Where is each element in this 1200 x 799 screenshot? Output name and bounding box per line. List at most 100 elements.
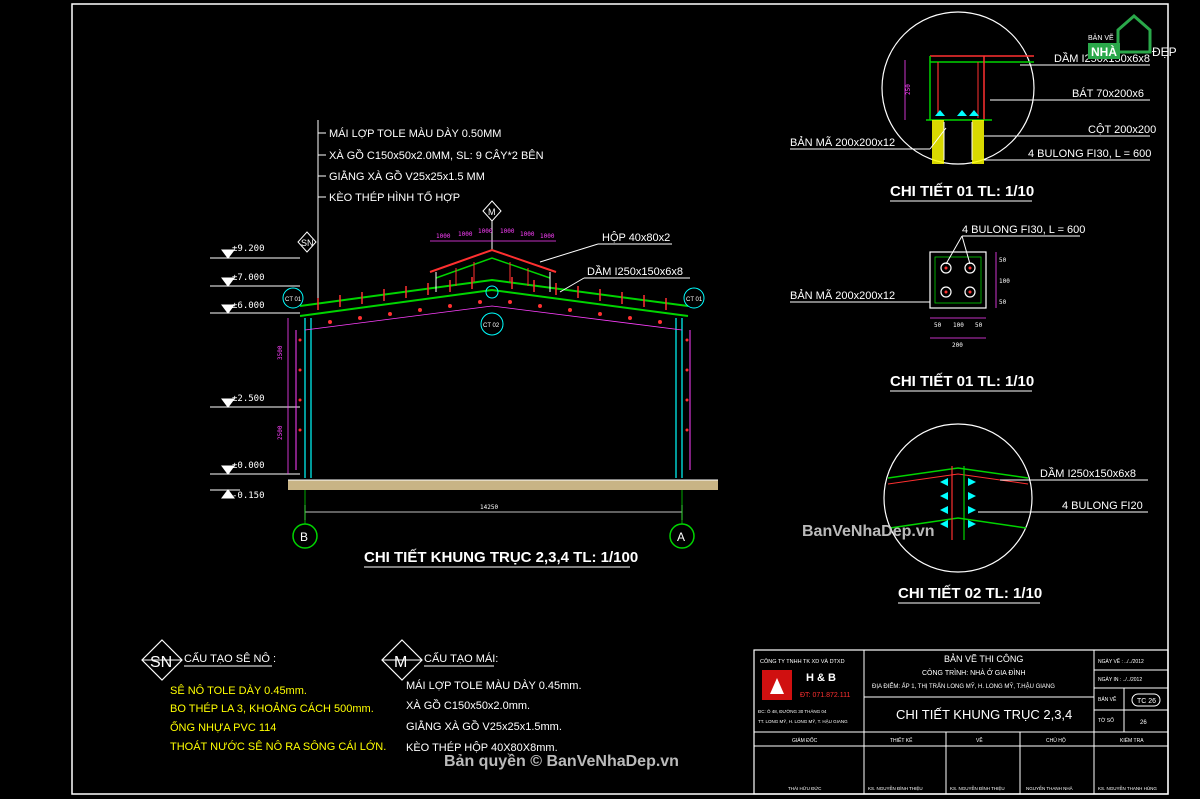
legend-sn: SN CẤU TẠO SÊ NÔ : SÊ NÔ TOLE DÀY 0.45mm…: [141, 639, 386, 753]
svg-text:2500: 2500: [277, 425, 284, 440]
ridge-dim-4: 1000: [500, 228, 515, 235]
level-2500: ±2.500: [232, 394, 265, 404]
plate-dim-s1: 50: [999, 257, 1007, 264]
detail1-label-bat: BÁT 70x200x6: [1072, 87, 1144, 100]
level-0000: ±0.000: [232, 461, 265, 471]
watermark-logo: BẢN VẼ NHÀ ĐẸP: [1088, 14, 1177, 59]
tb-sheet-title: CHI TIẾT KHUNG TRỤC 2,3,4: [896, 707, 1072, 722]
tb-addr1: ĐC: Ô 48, ĐƯỜNG 30 THÁNG 04: [758, 708, 827, 714]
detail-02-ridge: DẦM I250x150x6x8 4 BULONG FI20 CHI TIẾT …: [883, 423, 1148, 604]
detail2-label-bulong: 4 BULONG FI20: [1062, 500, 1143, 512]
detail2-label-dam: DẦM I250x150x6x8: [1040, 467, 1136, 480]
watermark-logo-line2: NHÀ: [1091, 44, 1117, 59]
tb-name-director: THÁI HỮU ĐỨC: [788, 785, 822, 791]
watermark-bottom: Bản quyền © BanVeNhaDep.vn: [444, 753, 679, 770]
ground-slab: [288, 480, 718, 490]
ridge-dim-6: 1000: [540, 233, 555, 240]
detail-01-connection: 250 DẦM I250x150x6x8 BÁT 70x200x6 CỘT 20…: [790, 11, 1156, 202]
ridge-dim-1: 1000: [436, 233, 451, 240]
note-bracing: GIẰNG XÀ GỒ V25x25x1.5 MM: [329, 170, 485, 183]
main-frame-title: CHI TIẾT KHUNG TRỤC 2,3,4 TL: 1/100: [364, 549, 638, 566]
tb-role-director: GIÁM ĐỐC: [792, 737, 818, 744]
ridge-dims: 1000 1000 1000 1000 1000 1000: [436, 228, 555, 240]
title-block: CÔNG TY TNHH TK XD VÀ DTXD H & B ĐT: 071…: [753, 649, 1169, 795]
columns: [304, 318, 683, 478]
main-frame-drawing: MÁI LỢP TOLE MÀU DÀY 0.50MM XÀ GỒ C150x5…: [210, 120, 718, 568]
level-markers: [210, 249, 300, 499]
legend-sn-item-4: THOÁT NƯỚC SÊ NÔ RA SÔNG CÁI LỚN.: [170, 740, 386, 753]
plate-label-banma: BẢN MÃ 200x200x12: [790, 289, 895, 302]
ridge-monitor: [429, 240, 557, 292]
purlins: [317, 277, 667, 310]
watermark-mid: BanVeNhaDep.vn: [802, 523, 934, 540]
plate-dim-b3: 50: [975, 322, 983, 329]
legend-m-item-1: MÁI LỢP TOLE MÀU DÀY 0.45mm.: [406, 679, 582, 692]
detail1b-title: CHI TIẾT 01 TL: 1/10: [890, 373, 1034, 390]
ct01-right-text: CT 01: [686, 297, 703, 303]
tb-role-check: KIỂM TRA: [1120, 737, 1144, 744]
drawing-border: [71, 3, 1169, 795]
level-9200: ±9.200: [232, 244, 265, 254]
tb-drawing-type: BẢN VẼ THI CÔNG: [944, 653, 1023, 664]
legend-m-item-2: XÀ GỒ C150x50x2.0mm.: [406, 699, 530, 712]
ct01-right-marker: [683, 287, 705, 309]
plate-dim-b2: 100: [953, 322, 964, 329]
watermark-logo-line3: ĐẸP: [1152, 45, 1177, 59]
tb-sheet-count: 26: [1140, 720, 1147, 726]
legend-sn-item-1: SÊ NÔ TOLE DÀY 0.45mm.: [170, 684, 307, 697]
tb-role-draw: VẼ: [976, 737, 983, 744]
tb-project: CÔNG TRÌNH: NHÀ Ở GIA ĐÌNH: [922, 668, 1026, 677]
logo-icon: [770, 678, 784, 694]
legend-m: M CẤU TẠO MÁI: MÁI LỢP TOLE MÀU DÀY 0.45…: [381, 639, 582, 754]
level-6000: ±6.000: [232, 301, 265, 311]
tb-name-check: KS. NGUYỄN THANH HÙNG: [1098, 785, 1157, 791]
ridge-dim-3: 1000: [478, 228, 493, 235]
tb-role-owner: CHỦ HỘ: [1046, 737, 1066, 744]
note-truss: KÈO THÉP HÌNH TỔ HỢP: [329, 191, 460, 204]
tb-company: CÔNG TY TNHH TK XD VÀ DTXD: [760, 658, 845, 665]
legend-sn-item-2: BO THÉP LA 3, KHOẢNG CÁCH 500mm.: [170, 702, 374, 715]
ct02-marker: [480, 312, 504, 336]
tb-sheet-label: BẢN VẼ: [1098, 696, 1117, 703]
detail-01-base-plate: 50 100 50 200 50 100 50 4 BULONG FI30, L…: [790, 224, 1085, 392]
legend-sn-title: CẤU TẠO SÊ NÔ :: [184, 652, 276, 665]
tb-name-owner: NGUYỄN THANH NHÃ: [1026, 785, 1073, 791]
tb-date1: NGÀY VẼ : ../../2012: [1098, 658, 1144, 665]
dim-total-width: 14250: [480, 504, 498, 511]
tb-phone: ĐT: 071.872.111: [800, 692, 850, 699]
note-roof: MÁI LỢP TOLE MÀU DÀY 0.50MM: [329, 127, 501, 140]
level-neg-0150: -0.150: [232, 491, 265, 501]
detail1-label-bulong: 4 BULONG FI30, L = 600: [1028, 148, 1151, 160]
tb-name-draw: KS. NGUYỄN ĐÌNH THIỆU: [950, 784, 1005, 791]
detail1-label-cot: CỘT 200x200: [1088, 123, 1156, 136]
detail1-dim: 250: [905, 84, 912, 95]
sn-tag-text: SN: [301, 238, 314, 248]
tb-addr2: TT. LONG MỸ, H. LONG MỸ, T. HẬU GIANG: [758, 718, 848, 724]
legend-m-tag: M: [394, 654, 407, 671]
svg-text:3500: 3500: [277, 345, 284, 360]
ct02-text: CT 02: [483, 323, 500, 329]
tb-date2: NGÀY IN : ../../2012: [1098, 676, 1142, 683]
tb-role-design: THIẾT KẾ: [890, 737, 913, 744]
ridge-dim-5: 1000: [520, 231, 535, 238]
ridge-dim-2: 1000: [458, 231, 473, 238]
sn-tag-diamond: [297, 231, 317, 253]
rafter-ties: [328, 300, 662, 324]
plate-dim-b1: 50: [934, 322, 942, 329]
label-hop: HỘP 40x80x2: [602, 231, 670, 244]
tb-sheet-no: TC 26: [1137, 698, 1156, 705]
axis-b-label: B: [300, 530, 308, 544]
tb-sheet-count-label: TỜ SỐ: [1098, 717, 1114, 724]
legend-sn-tag: SN: [150, 654, 172, 671]
legend-m-item-3: GIẰNG XÀ GỒ V25x25x1.5mm.: [406, 720, 562, 733]
detail1-label-banma: BẢN MÃ 200x200x12: [790, 136, 895, 149]
house-icon: [1116, 14, 1152, 54]
watermark-logo-line1: BẢN VẼ: [1088, 33, 1114, 42]
axis-a-label: A: [677, 530, 685, 544]
plate-label-bulong: 4 BULONG FI30, L = 600: [962, 224, 1085, 236]
tb-location: ĐỊA ĐIỂM: ẤP 1, THỊ TRẤN LONG MỸ, H. LON…: [872, 683, 1055, 690]
detail1-title: CHI TIẾT 01 TL: 1/10: [890, 183, 1034, 200]
plate-dim-total: 200: [952, 342, 963, 349]
tb-brand: H & B: [806, 672, 836, 684]
